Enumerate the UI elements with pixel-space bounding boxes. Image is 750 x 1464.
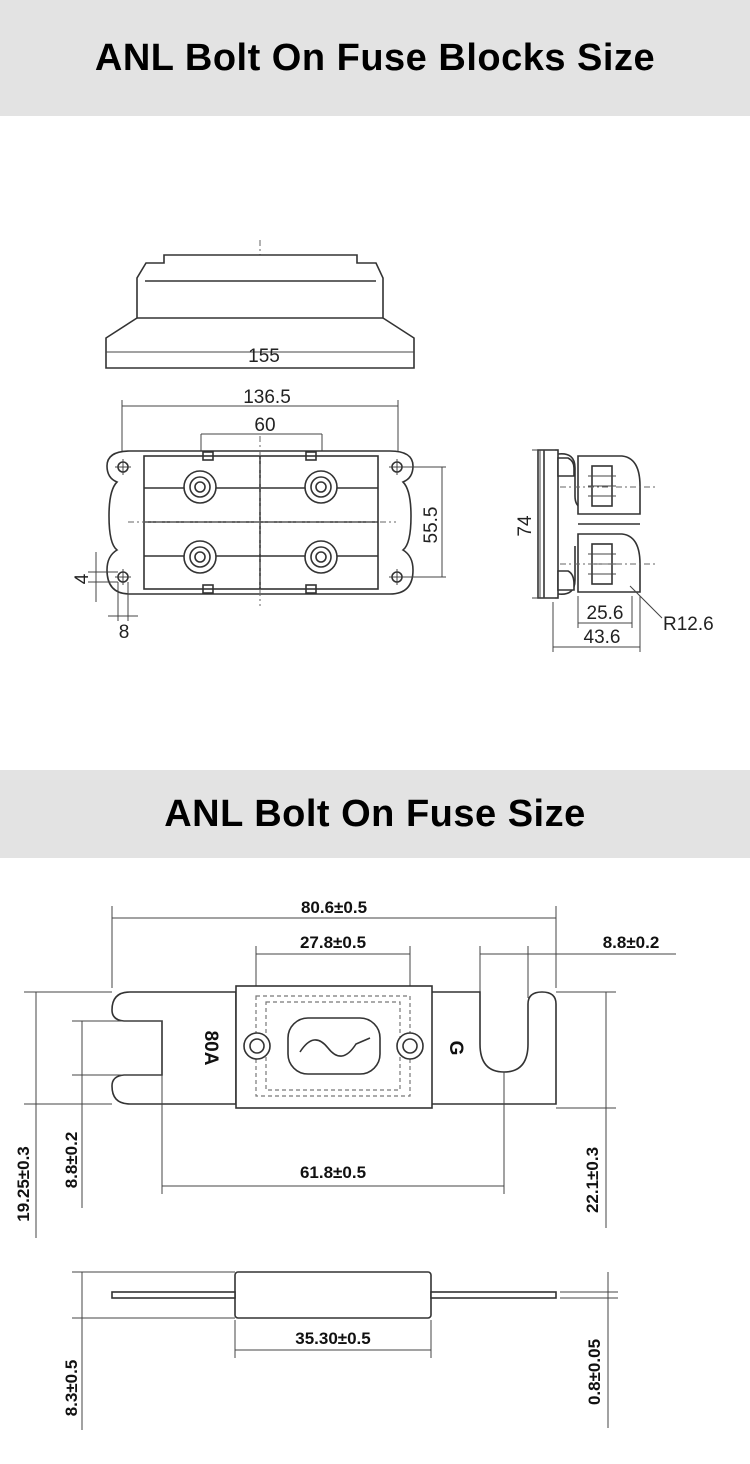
fuse-letter-marking: G (445, 1041, 466, 1056)
dim-side-depth-inner: 25.6 (587, 603, 624, 624)
stud-bottom-right (304, 540, 338, 574)
block-side-view: 74 25.6 43.6 R12.6 (515, 449, 714, 652)
anl-fuse-drawing: 80.6±0.5 27.8±0.5 8.8±0.2 80A G (14, 898, 676, 1430)
fuse-section-title: ANL Bolt On Fuse Size (164, 792, 586, 835)
fuse-rating-marking: 80A (200, 1031, 221, 1066)
block-front-view: 155 (105, 240, 415, 369)
block-top-view: 136.5 60 (72, 387, 446, 643)
dim-hole-dia: 4 (72, 573, 93, 584)
fuse-section-header: ANL Bolt On Fuse Size (0, 770, 750, 858)
dim-side-height: 74 (515, 515, 536, 537)
dim-body-height: 22.1±0.3 (583, 1147, 602, 1213)
block-section-title: ANL Bolt On Fuse Blocks Size (94, 36, 656, 79)
fuse-screw-right (396, 1032, 424, 1060)
dim-hole-pitch: 8 (119, 622, 130, 643)
dim-tab-height: 19.25±0.3 (14, 1146, 33, 1222)
dim-inner-span: 60 (254, 415, 275, 436)
stud-bottom-left (183, 540, 217, 574)
stud-top-left (183, 470, 217, 504)
fuse-block-drawing: 155 136.5 60 (72, 240, 714, 652)
stud-top-right (304, 470, 338, 504)
dim-length: 80.6±0.5 (301, 898, 367, 917)
dim-slot-width: 8.8±0.2 (603, 933, 660, 952)
dim-radius: R12.6 (663, 614, 714, 635)
dim-tab-thickness: 0.8±0.05 (585, 1339, 604, 1405)
dim-thickness: 8.3±0.5 (62, 1360, 81, 1417)
fuse-side-view: 8.3±0.5 35.30±0.5 0.8±0.05 (62, 1271, 618, 1430)
dim-slot-height: 8.8±0.2 (62, 1132, 81, 1189)
dim-hole-pitch: 61.8±0.5 (300, 1163, 366, 1182)
fuse-screw-left (243, 1032, 271, 1060)
fuse-top-view: 80.6±0.5 27.8±0.5 8.8±0.2 80A G (14, 898, 676, 1238)
dim-height-span: 55.5 (421, 507, 442, 544)
dim-side-body-length: 35.30±0.5 (295, 1329, 371, 1348)
dim-side-depth-overall: 43.6 (584, 627, 621, 648)
dim-width-overall: 155 (248, 346, 280, 367)
dim-body-length: 27.8±0.5 (300, 933, 366, 952)
block-section-header: ANL Bolt On Fuse Blocks Size (0, 0, 750, 116)
dim-hole-span: 136.5 (243, 387, 291, 408)
